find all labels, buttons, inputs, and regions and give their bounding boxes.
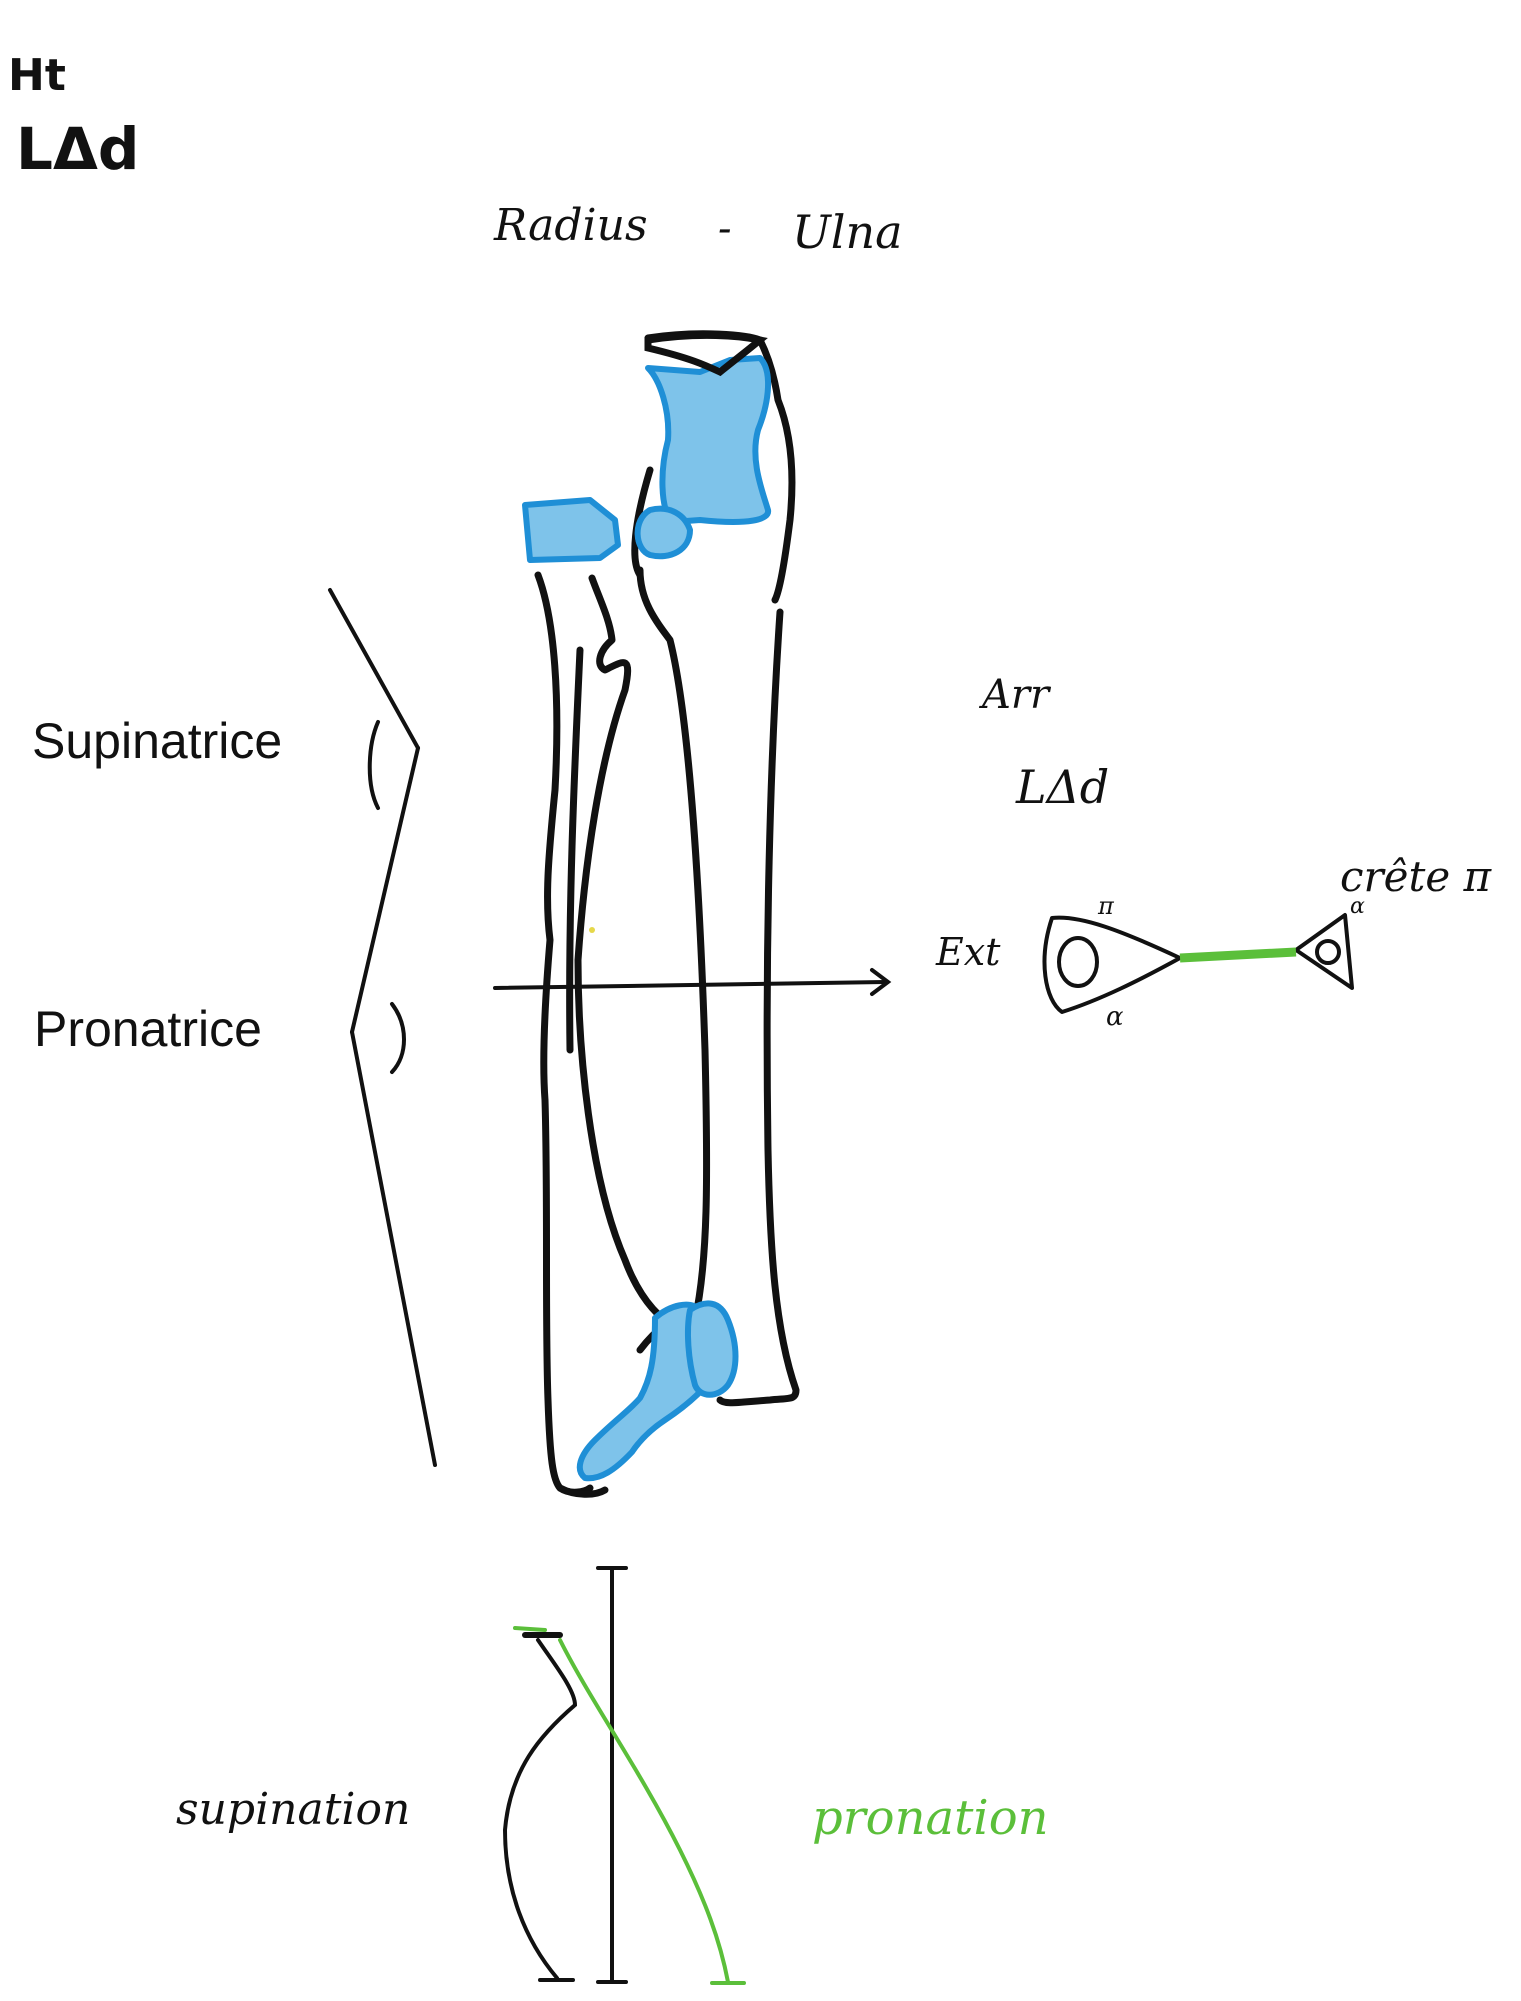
label-pronatrice: Pronatrice [34,1001,262,1057]
label-crete: crête π [1340,852,1492,901]
axis-angle-lines [328,588,437,1467]
lower-oblique-line [350,1030,437,1467]
rotation-sketch [502,1566,746,1985]
pronatrice-bracket [390,1002,406,1074]
label-arr: Arr [982,672,1050,718]
header-line1: Ht [8,50,66,101]
supinatrice-bracket [367,720,380,810]
label-supinatrice: Supinatrice [32,713,283,769]
articular-surfaces [522,355,772,1482]
ulna-coronoid-surface [634,505,693,560]
header-line2: LΔd [16,115,140,183]
pronation-curve [513,1626,746,1985]
label-ext: Ext [936,930,1001,974]
mark-alpha-right: α [1350,894,1365,919]
ulna-distal-surface [684,1300,739,1398]
middle-oblique-line [350,746,420,1034]
radius-head-surface [522,497,621,563]
cross-section [1042,913,1354,1014]
label-supination: supination [176,1784,411,1835]
title-ulna: Ulna [792,205,903,259]
marker-dot [589,927,595,933]
ulna-inner-line [636,566,711,1324]
radius-outline-right [574,574,684,1334]
radius-bottom-line [556,1484,609,1498]
vertical-axis [596,1566,628,1984]
radius-crest-line [566,646,584,1054]
supination-curve [502,1638,578,1982]
title-radius: Radius [494,200,648,251]
interosseous-membrane [1179,947,1297,963]
mark-pi: π [1098,892,1114,920]
ulna-top-cap [644,331,768,377]
radius-section-outline [1042,915,1182,1014]
title-separator: - [718,206,732,252]
radius-section-canal [1057,936,1099,988]
rotation-axis-arrow [493,968,892,996]
upper-oblique-line [328,588,420,750]
label-pronation: pronation [812,1790,1049,1846]
ulna-section-canal [1315,939,1341,965]
ulna-section-outline [1294,913,1354,990]
ulna-head-surface [645,355,772,525]
label-arr-sub: LΔd [1016,760,1110,814]
mark-alpha-left: α [1106,1002,1124,1032]
radius-ulna-drawing [534,330,800,1496]
